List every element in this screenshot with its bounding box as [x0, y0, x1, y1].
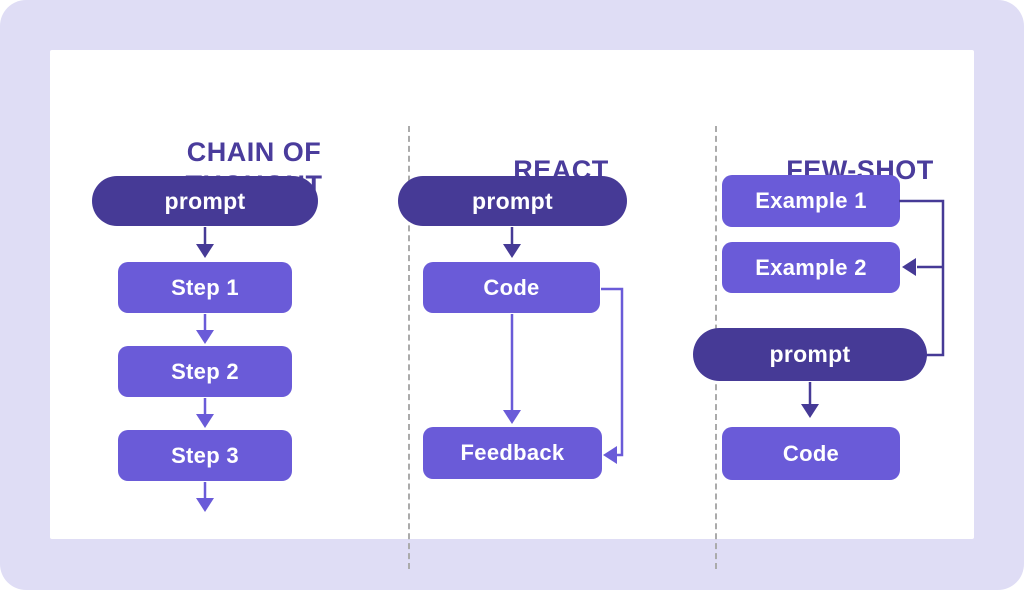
node-cot-prompt: prompt	[92, 176, 318, 226]
node-cot-step-2: Step 2	[118, 346, 292, 397]
node-fewshot-code: Code	[722, 427, 900, 480]
node-fewshot-example-1: Example 1	[722, 175, 900, 227]
node-react-feedback: Feedback	[423, 427, 602, 479]
node-fewshot-prompt: prompt	[693, 328, 927, 381]
node-react-code: Code	[423, 262, 600, 313]
node-react-prompt: prompt	[398, 176, 627, 226]
node-cot-step-1: Step 1	[118, 262, 292, 313]
node-cot-step-3: Step 3	[118, 430, 292, 481]
column-divider-1	[408, 126, 410, 569]
node-fewshot-example-2: Example 2	[722, 242, 900, 293]
